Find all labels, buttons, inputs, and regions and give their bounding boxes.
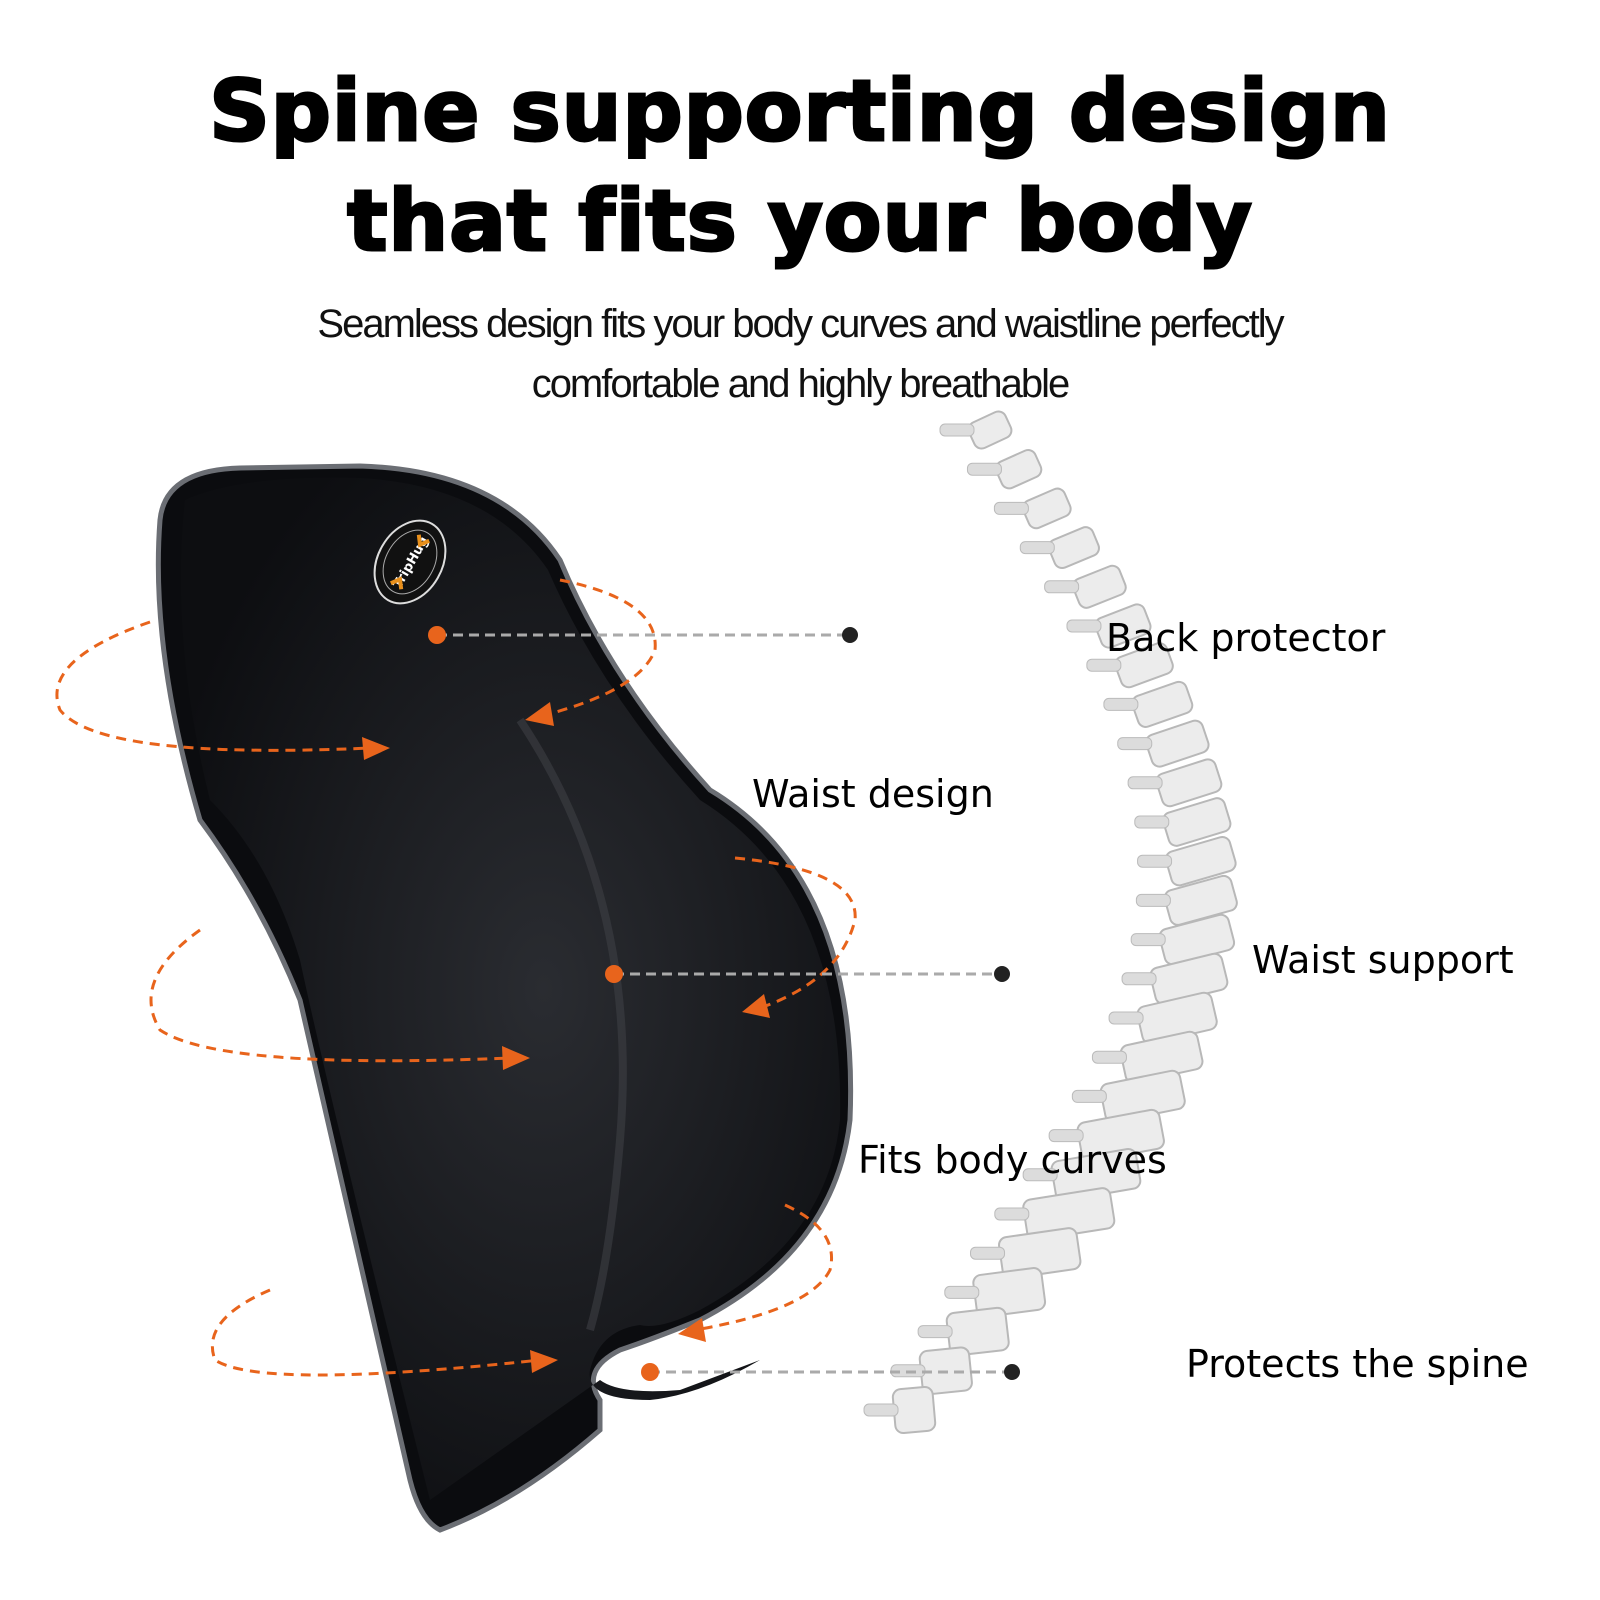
vertebra (1094, 603, 1152, 649)
vertebra-process (1086, 658, 1122, 672)
label-fits-body-curves: Fits body curves (858, 1138, 1167, 1182)
subtitle-line-1: Seamless design fits your body curves an… (317, 302, 1284, 346)
vertebra-process (1071, 1089, 1107, 1103)
subtitle-line-2: comfortable and highly breathable (531, 362, 1071, 406)
lumbar-cushion (155, 463, 854, 1533)
label-waist-support: Waist support (1252, 938, 1514, 982)
vertebra (1155, 758, 1223, 808)
vertebra (1047, 526, 1100, 570)
vertebra-process (993, 501, 1029, 515)
vertebra-process (1137, 854, 1173, 868)
brand-logo: TripHug (373, 519, 447, 605)
label-protects-spine: Protects the spine (1186, 1342, 1529, 1386)
callout-waist-support (605, 965, 1010, 983)
vertebra-process (1121, 972, 1157, 986)
headline-line-1: Spine supporting design (208, 61, 1392, 162)
vertebra-process (1117, 737, 1153, 751)
vertebra-process (1022, 1168, 1058, 1182)
label-waist-design: Waist design (752, 772, 994, 816)
vertebra-process (966, 462, 1002, 476)
vertebra (1072, 564, 1127, 609)
vertebra-process (1135, 893, 1171, 907)
vertebra (1131, 680, 1194, 728)
vertebra-process (917, 1325, 953, 1339)
vertebra (1021, 487, 1072, 530)
vertebra-process (994, 1207, 1030, 1221)
vertebra-process (944, 1285, 980, 1299)
vertebra-process (939, 423, 975, 437)
orange-swirl-arrows (55, 578, 857, 1377)
vertebra (1114, 642, 1174, 689)
callout-back-protector (428, 626, 858, 644)
vertebra-process (1019, 541, 1055, 555)
label-back-protector: Back protector (1106, 616, 1386, 660)
vertebra (995, 449, 1043, 490)
vertebra-process (1103, 697, 1139, 711)
vertebra-process (1091, 1050, 1127, 1064)
vertebra (1145, 719, 1210, 768)
vertebra-process (1134, 815, 1170, 829)
vertebra-process (863, 1403, 899, 1417)
arrowheads (362, 702, 770, 1373)
spine-illustration (863, 410, 1238, 1434)
vertebra (1162, 797, 1232, 847)
vertebra-process (1048, 1129, 1084, 1143)
vertebra-process (1044, 580, 1080, 594)
vertebra (891, 1386, 937, 1434)
vertebra-process (1130, 933, 1166, 947)
vertebra (1164, 836, 1237, 887)
vertebra-process (1066, 619, 1102, 633)
vertebra-process (1108, 1011, 1144, 1025)
vertebra-process (1127, 776, 1163, 790)
vertebra (967, 410, 1013, 450)
headline-line-2: that fits your body (346, 171, 1253, 272)
vertebra-process (970, 1246, 1006, 1260)
callout-protects-spine (641, 1363, 1020, 1381)
